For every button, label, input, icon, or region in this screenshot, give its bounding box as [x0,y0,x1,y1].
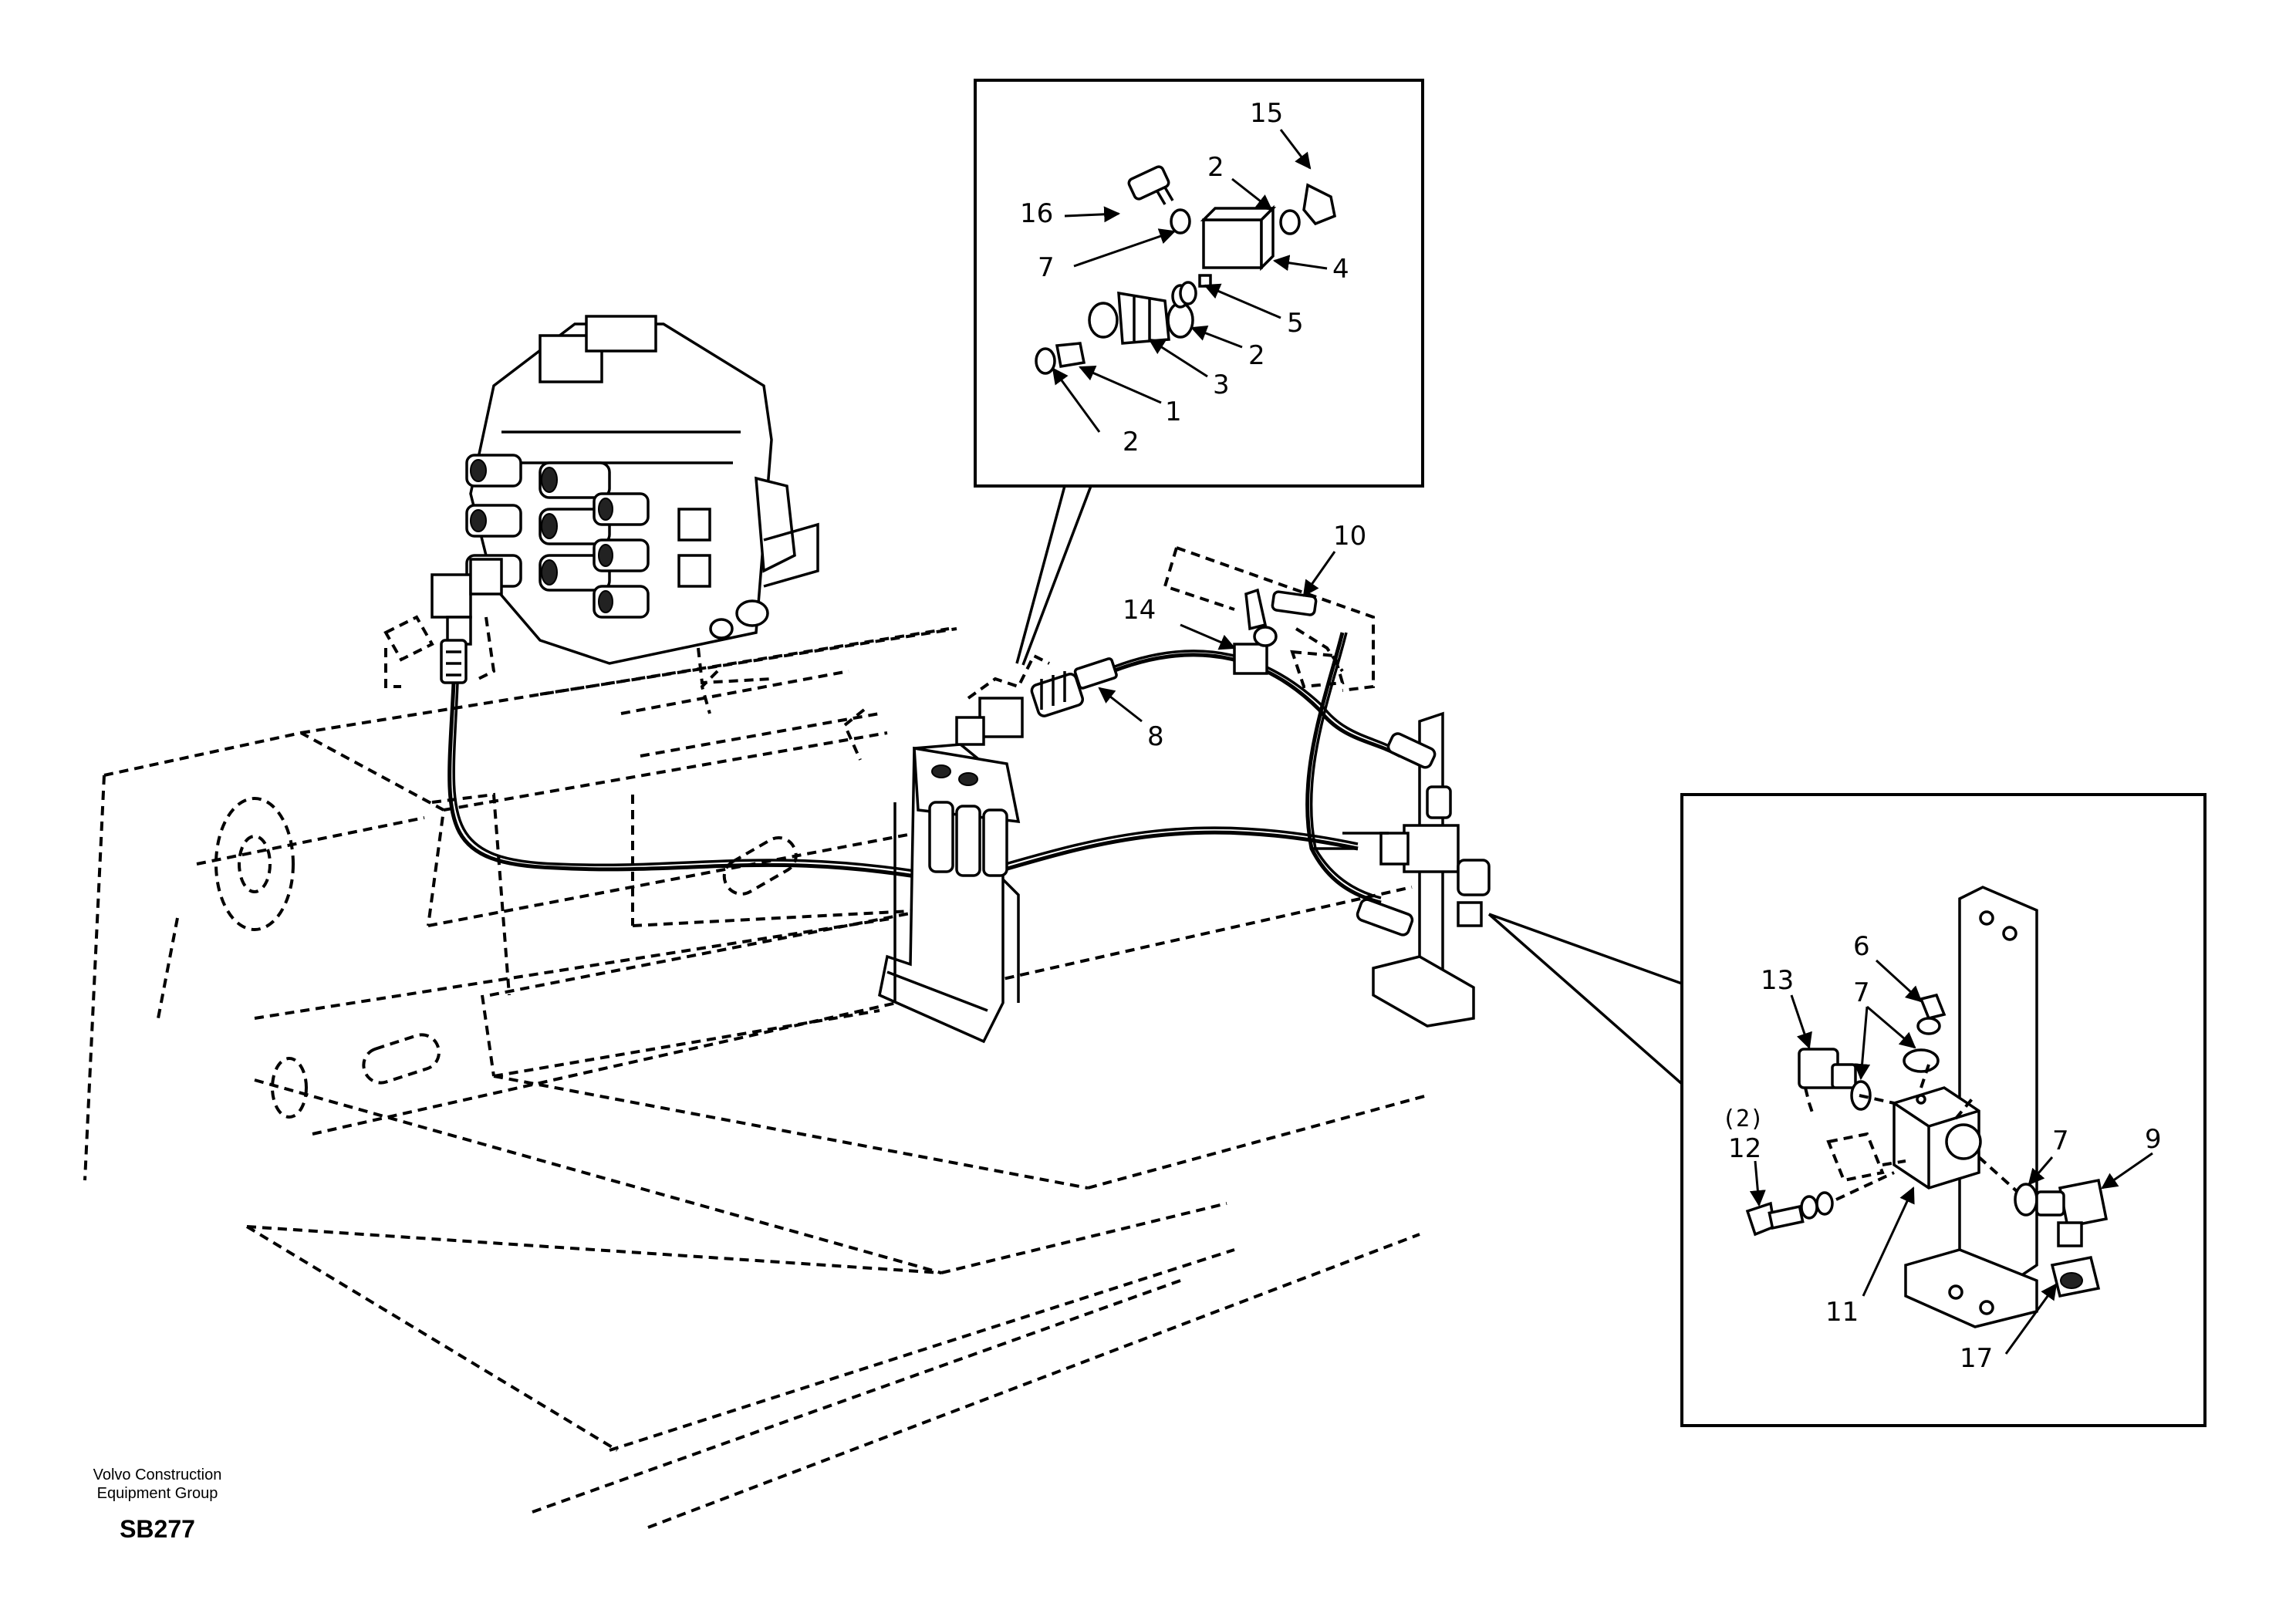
footer-company: Volvo Construction Equipment Group [57,1466,258,1503]
callout-7-right: 7 [2052,1126,2069,1156]
callout-6: 6 [1853,931,1870,962]
callout-7: 7 [1038,252,1055,283]
hoses [447,632,1402,905]
callout-2-top: 2 [1207,152,1224,183]
diagram-code: SB277 [120,1515,195,1543]
detail-b-callouts: 13 6 7 (2) 12 7 9 11 17 [1722,931,2162,1374]
callout-15: 15 [1250,98,1283,129]
detail-box-b [1487,793,2207,1427]
callout-17: 17 [1960,1343,1993,1374]
main-callouts: 10 14 8 [1123,521,1366,752]
footer-company-line1: Volvo Construction [93,1466,222,1483]
callout-14: 14 [1123,595,1156,626]
leader-arrows [1052,129,2153,1355]
callout-5: 5 [1287,308,1304,339]
callout-qty-2: (2) [1722,1105,1764,1132]
detail-box-a [974,79,1424,666]
central-bracket [878,653,1118,1044]
callout-2-mid: 2 [1248,340,1265,371]
right-plate-assembly [1163,546,1491,1028]
callout-12: 12 [1728,1133,1761,1164]
detail-a-callouts: 15 2 16 7 4 5 2 3 1 2 [1020,98,1349,457]
callout-7-left: 7 [1853,977,1870,1008]
callout-4: 4 [1332,254,1349,285]
control-valve [383,315,819,688]
callout-2-bottom: 2 [1123,427,1140,457]
footer-company-line2: Equipment Group [96,1485,218,1502]
machine-frame-dashed [83,627,1428,1529]
callout-10: 10 [1333,521,1366,552]
callout-13: 13 [1761,965,1794,996]
callout-11: 11 [1825,1297,1859,1328]
callout-1: 1 [1165,397,1182,427]
callout-16: 16 [1020,198,1053,229]
callout-9: 9 [2145,1124,2162,1155]
callout-3: 3 [1213,370,1230,400]
callout-8: 8 [1147,721,1164,752]
